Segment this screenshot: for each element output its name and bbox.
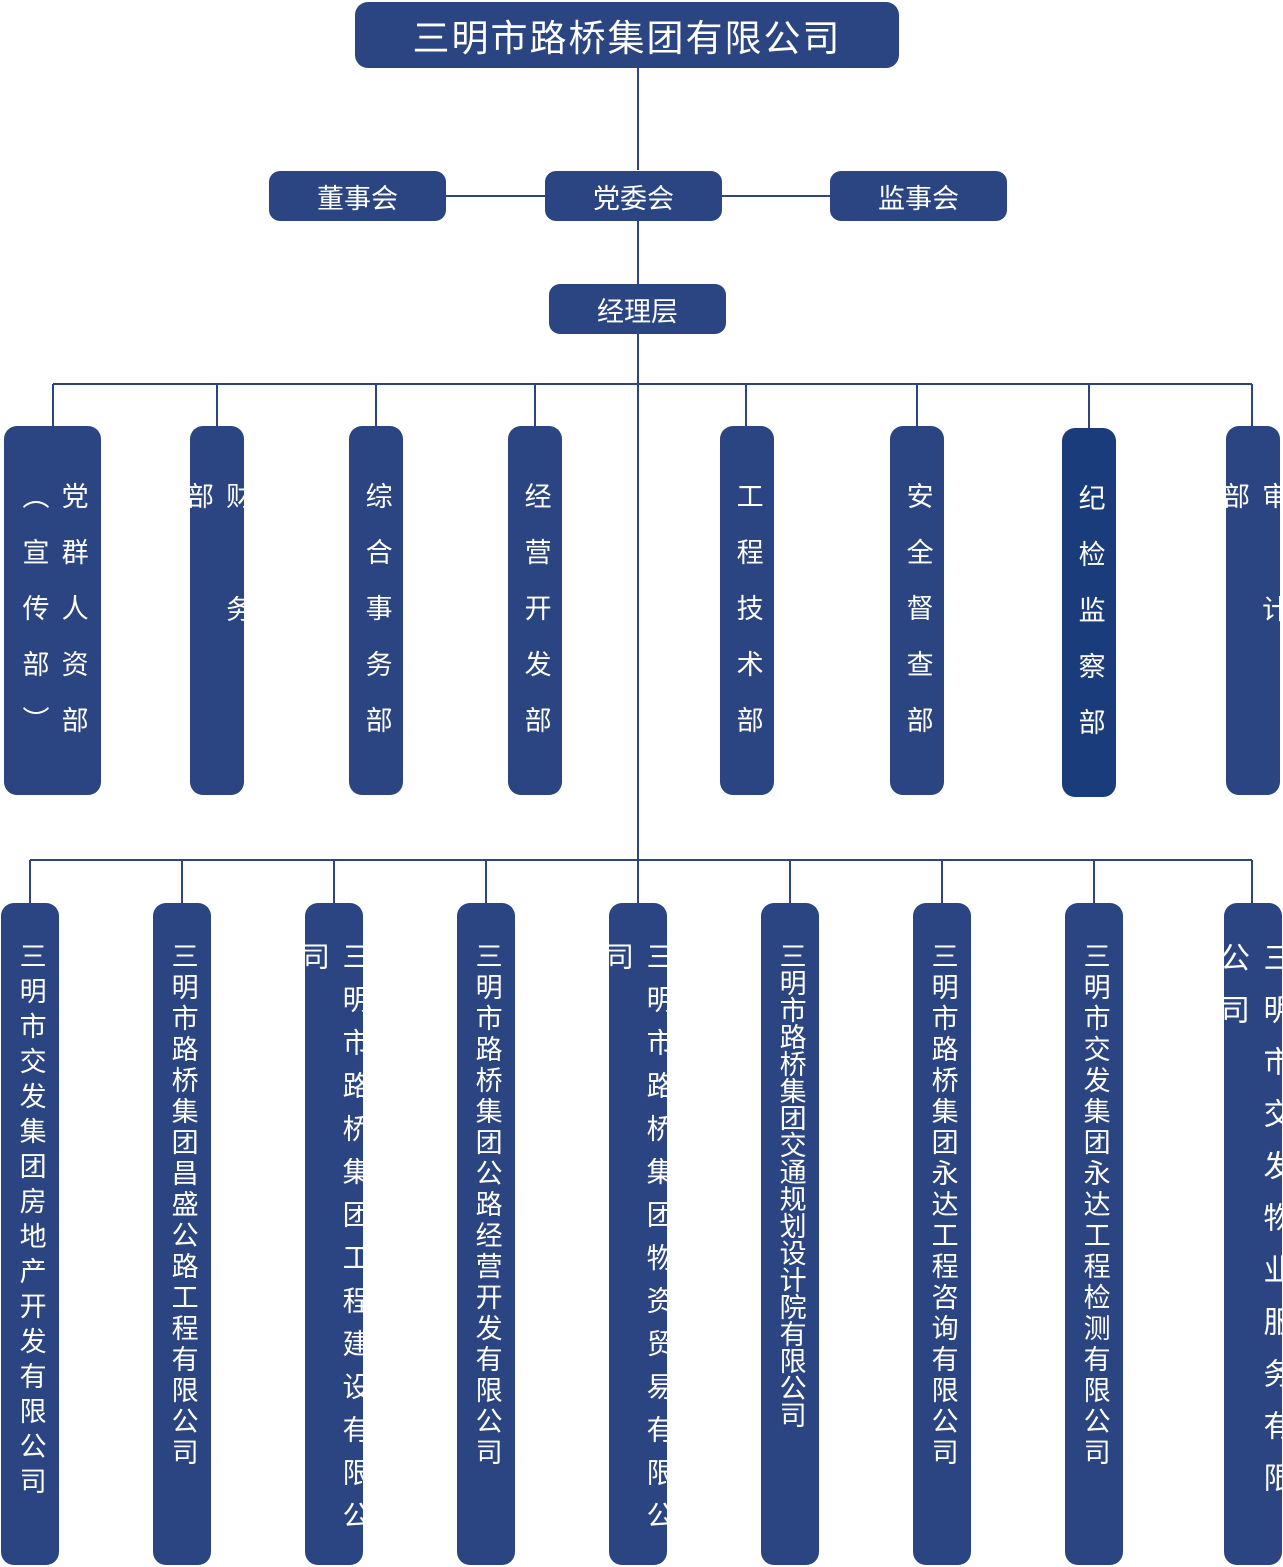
management-label: 经理层 xyxy=(597,296,678,328)
subsidiary-label: 三明市路桥集团公路经营开发有限公司 xyxy=(470,942,502,1469)
department-label: 工程技术部 xyxy=(731,482,763,762)
subsidiary-node: 三明市路桥集团永达工程咨询有限公司 xyxy=(913,903,971,1565)
subsidiary-node: 三明市交发集团房地产开发有限公司 xyxy=(1,903,59,1565)
department-label: 财务部 xyxy=(182,482,253,708)
department-node: 审计部 xyxy=(1218,426,1283,795)
party-committee-label: 党委会 xyxy=(593,183,674,215)
subsidiary-label: 三明市路桥集团昌盛公路工程有限公司 xyxy=(166,942,198,1469)
subsidiary-node: 三明市路桥集团昌盛公路工程有限公司 xyxy=(153,903,211,1565)
subsidiary-label: 三明市交发物业服务有限公司 xyxy=(1214,942,1283,1514)
company-name: 三明市路桥集团有限公司 xyxy=(412,17,842,60)
party-committee-node: 党委会 xyxy=(545,171,722,221)
board-of-directors-label: 董事会 xyxy=(317,183,398,215)
department-label: 党群人资部（宣传部） xyxy=(17,482,88,762)
subsidiary-label: 三明市交发集团永达工程检测有限公司 xyxy=(1078,942,1110,1469)
supervisory-board-label: 监事会 xyxy=(878,183,959,215)
subsidiary-label: 三明市路桥集团工程建设有限公司 xyxy=(298,942,372,1544)
department-node: 党群人资部（宣传部） xyxy=(4,426,101,795)
department-label: 综合事务部 xyxy=(360,482,392,762)
subsidiary-label: 三明市路桥集团永达工程咨询有限公司 xyxy=(926,942,958,1469)
subsidiary-node: 三明市路桥集团物资贸易有限公司 xyxy=(602,903,676,1565)
subsidiary-node: 三明市交发集团永达工程检测有限公司 xyxy=(1065,903,1123,1565)
department-node-highlighted: 纪检监察部 xyxy=(1062,428,1116,797)
department-node: 经营开发部 xyxy=(508,426,562,795)
subsidiary-node: 三明市交发物业服务有限公司 xyxy=(1214,903,1283,1565)
department-node: 安全督查部 xyxy=(890,426,944,795)
department-node: 综合事务部 xyxy=(349,426,403,795)
department-label: 经营开发部 xyxy=(519,482,551,762)
subsidiary-label: 三明市交发集团房地产开发有限公司 xyxy=(14,942,46,1502)
subsidiary-label: 三明市路桥集团物资贸易有限公司 xyxy=(602,942,676,1544)
subsidiary-node: 三明市路桥集团公路经营开发有限公司 xyxy=(457,903,515,1565)
department-node: 工程技术部 xyxy=(720,426,774,795)
department-node: 财务部 xyxy=(182,426,252,795)
board-of-directors-node: 董事会 xyxy=(269,171,446,221)
company-node: 三明市路桥集团有限公司 xyxy=(355,2,899,68)
supervisory-board-node: 监事会 xyxy=(830,171,1007,221)
management-node: 经理层 xyxy=(549,284,726,334)
subsidiary-label: 三明市路桥集团交通规划设计院有限公司 xyxy=(774,942,806,1428)
department-label: 安全督查部 xyxy=(901,482,933,762)
subsidiary-node: 三明市路桥集团工程建设有限公司 xyxy=(298,903,372,1565)
department-label: 纪检监察部 xyxy=(1073,484,1105,764)
subsidiary-node: 三明市路桥集团交通规划设计院有限公司 xyxy=(761,903,819,1565)
department-label: 审计部 xyxy=(1218,482,1283,708)
